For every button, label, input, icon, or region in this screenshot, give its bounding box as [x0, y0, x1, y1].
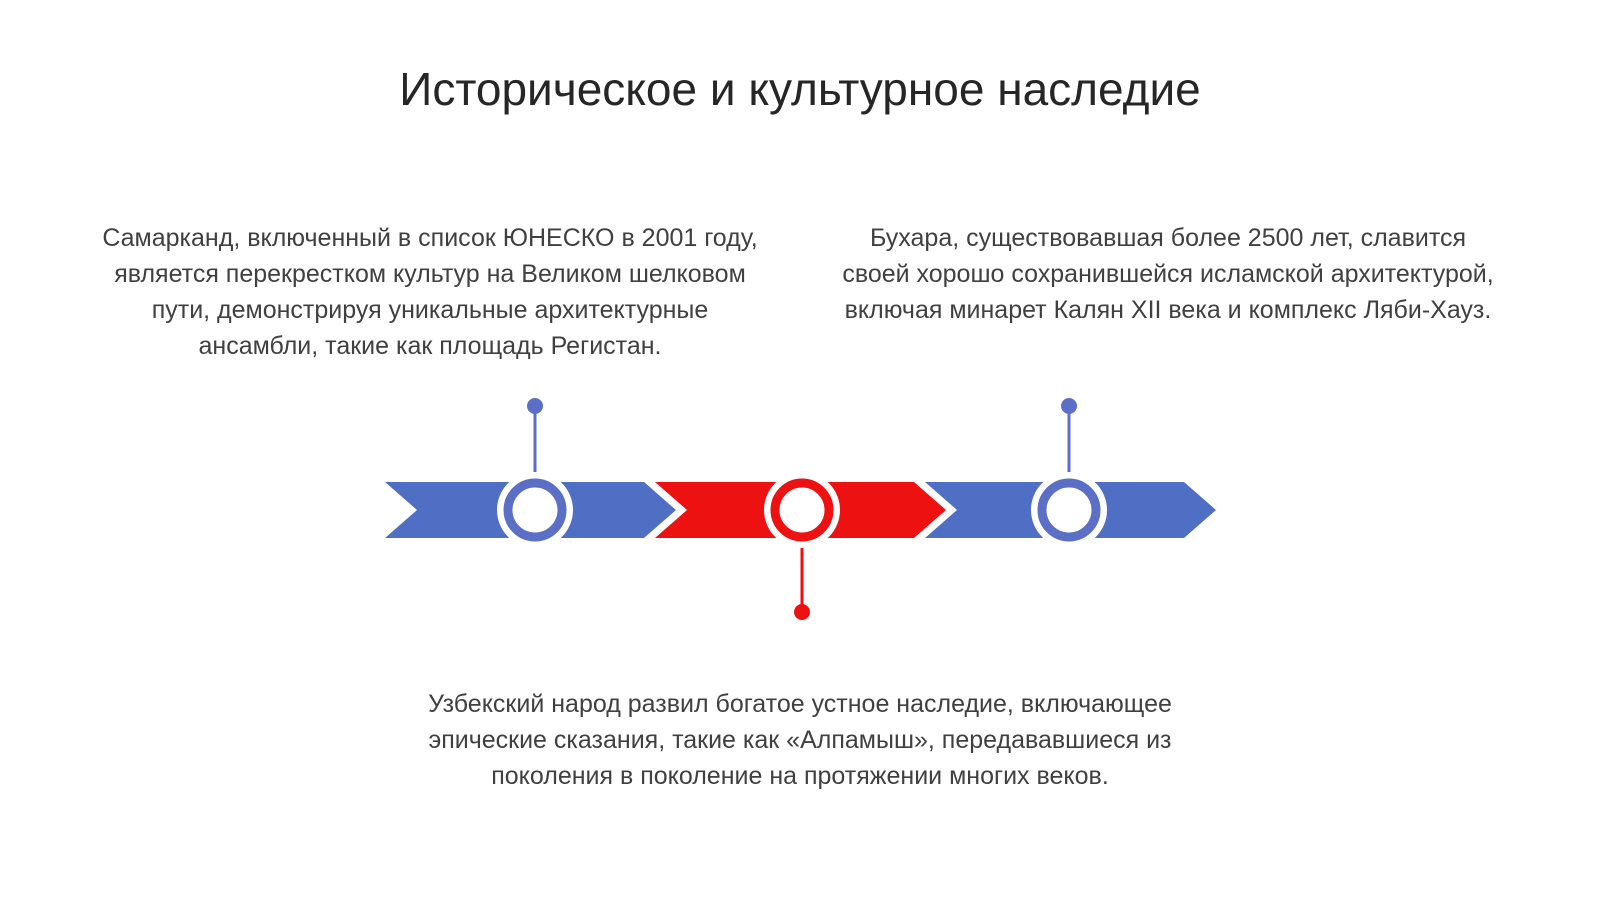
milestone-ring-oral-heritage [764, 472, 840, 548]
milestone-text-oral-heritage: Узбекский народ развил богатое устное на… [428, 690, 1172, 790]
milestone-ring-samarkand [497, 472, 573, 548]
slide-title: Историческое и культурное наследие [399, 63, 1201, 115]
milestone-text-bukhara: Бухара, существовавшая более 2500 лет, с… [842, 224, 1494, 324]
milestone-text-samarkand: Самарканд, включенный в список ЮНЕСКО в … [102, 224, 758, 360]
connector-dot-oral-heritage [794, 604, 810, 620]
connector-dot-samarkand [527, 398, 543, 414]
milestone-ring-bukhara [1031, 472, 1107, 548]
connector-dot-bukhara [1061, 398, 1077, 414]
